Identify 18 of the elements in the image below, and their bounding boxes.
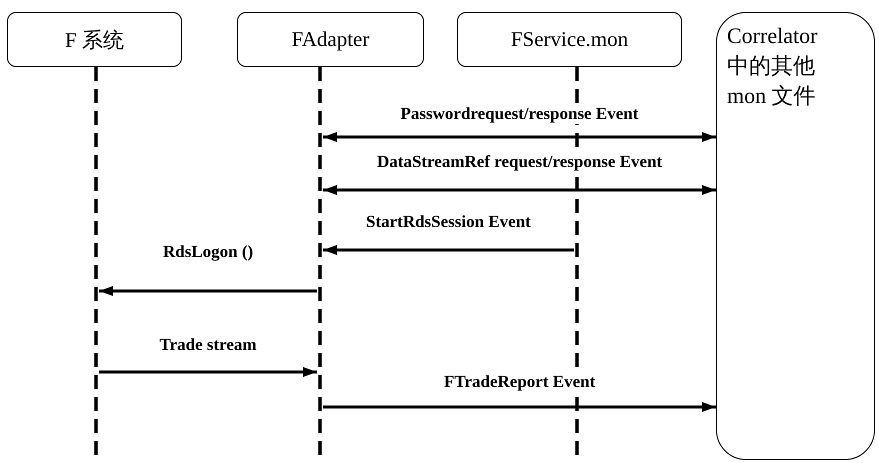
participant-box bbox=[457, 12, 682, 67]
participant-box bbox=[716, 12, 875, 460]
message-arrow bbox=[99, 367, 317, 377]
participant-name: FService.mon bbox=[510, 27, 628, 52]
message-arrow bbox=[99, 286, 317, 296]
message-arrow bbox=[323, 132, 716, 142]
message-arrow bbox=[323, 402, 716, 412]
participant-box bbox=[237, 12, 424, 67]
participant-name: Correlator 中的其他 mon 文件 bbox=[727, 22, 818, 110]
edge-label: FTradeReport Event bbox=[442, 372, 598, 392]
participant-name: FAdapter bbox=[292, 27, 370, 52]
message-arrow bbox=[323, 185, 716, 195]
edge-label: Passwordrequest/response Event bbox=[398, 104, 640, 124]
edge-label: RdsLogon () bbox=[161, 242, 256, 262]
message-arrow bbox=[323, 245, 574, 255]
participant-box bbox=[7, 12, 182, 67]
edge-label: DataStreamRef request/response Event bbox=[375, 152, 664, 172]
participant-name: F 系统 bbox=[65, 26, 124, 54]
